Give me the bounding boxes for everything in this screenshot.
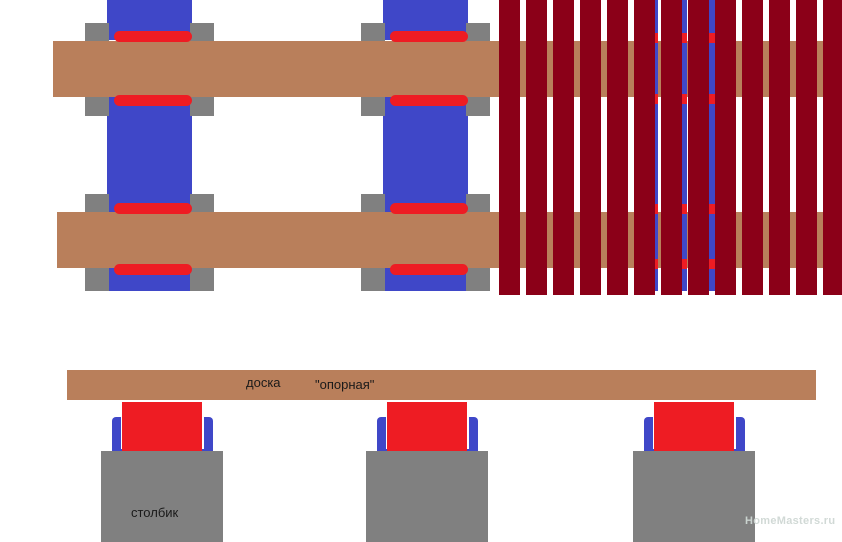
support-board	[67, 370, 816, 400]
grey-tab-left-d1	[85, 267, 109, 291]
fastener-left-2	[114, 95, 192, 106]
fastener-mid-1	[390, 31, 468, 42]
deck-slat	[715, 0, 736, 295]
deck-slat	[580, 0, 601, 295]
deck-slat	[688, 0, 709, 295]
grey-tab-mid-d2	[466, 267, 490, 291]
rail-fastener-2d	[682, 259, 687, 269]
fastener-mid-2	[390, 95, 468, 106]
pillar-3	[633, 451, 755, 542]
rail-fastener-2b	[682, 94, 687, 104]
deck-slat	[526, 0, 547, 295]
pillar-1	[101, 451, 223, 542]
grey-tab-left-a1	[85, 23, 109, 42]
grey-tab-left-c2	[190, 194, 214, 214]
rail-fastener-2c	[682, 204, 687, 214]
red-block-2	[387, 402, 467, 454]
pillar-2	[366, 451, 488, 542]
grey-tab-mid-b2	[466, 96, 490, 116]
red-block-1	[122, 402, 202, 454]
deck-slat	[823, 0, 842, 295]
rail-fastener-3c	[705, 204, 719, 214]
deck-slat	[499, 0, 520, 295]
fastener-mid-3	[390, 203, 468, 214]
deck-slat	[553, 0, 574, 295]
rail-fastener-2a	[682, 33, 687, 43]
deck-slat	[607, 0, 628, 295]
grey-tab-mid-c1	[361, 194, 385, 214]
deck-slat	[742, 0, 763, 295]
rail-fastener-3b	[705, 94, 719, 104]
rail-fastener-3d	[705, 259, 719, 269]
grey-tab-mid-c2	[466, 194, 490, 214]
grey-tab-mid-d1	[361, 267, 385, 291]
deck-slat	[661, 0, 682, 295]
plan-view-group	[53, 0, 842, 295]
grey-tab-mid-b1	[361, 96, 385, 116]
post-vertical-left-middle	[107, 97, 192, 213]
grey-tab-left-b1	[85, 96, 109, 116]
grey-tab-mid-a1	[361, 23, 385, 42]
deck-slat	[769, 0, 790, 295]
label-pillar: столбик	[131, 505, 179, 520]
rail-fastener-3a	[705, 33, 719, 43]
grey-tab-left-b2	[190, 96, 214, 116]
fastener-mid-4	[390, 264, 468, 275]
rail-blue-2	[682, 0, 687, 291]
grey-tab-mid-a2	[466, 23, 490, 42]
grey-tab-left-d2	[190, 267, 214, 291]
deck-slat	[796, 0, 817, 295]
watermark: HomeMasters.ru	[745, 515, 836, 527]
label-board: доска	[246, 375, 281, 390]
fastener-left-4	[114, 264, 192, 275]
post-vertical-mid-middle	[383, 97, 468, 213]
grey-tab-left-a2	[190, 23, 214, 42]
deck-slat	[634, 0, 655, 295]
red-block-3	[654, 402, 734, 454]
grey-tab-left-c1	[85, 194, 109, 214]
label-support: "опорная"	[315, 377, 375, 392]
fastener-left-1	[114, 31, 192, 42]
fastener-left-3	[114, 203, 192, 214]
